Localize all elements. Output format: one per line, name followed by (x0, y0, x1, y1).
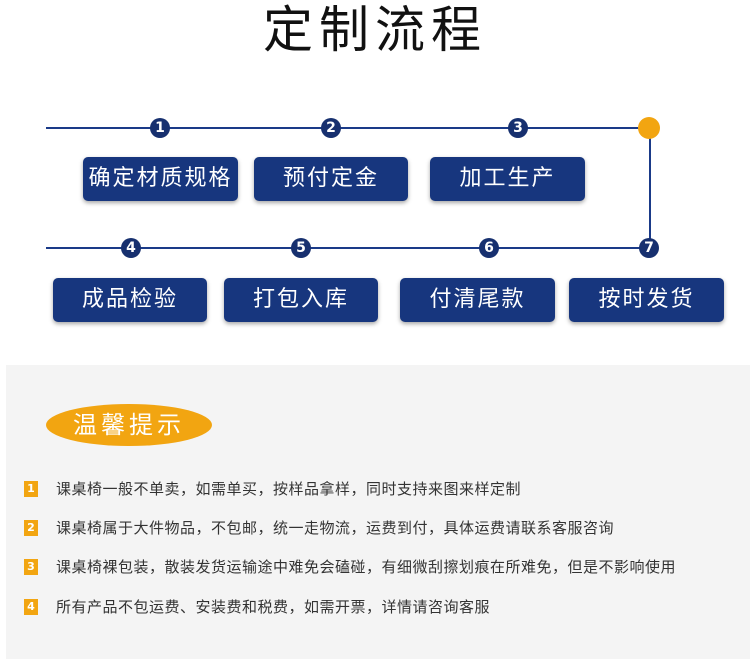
step-number-7: 7 (639, 238, 659, 258)
step-number-3: 3 (508, 118, 528, 138)
step-number-6: 6 (479, 238, 499, 258)
tip-number-badge: 3 (24, 559, 38, 575)
flow-line-right (649, 128, 651, 248)
step-number-4: 4 (121, 238, 141, 258)
step-box-3: 加工生产 (430, 157, 585, 201)
step-box-1: 确定材质规格 (83, 157, 238, 201)
step-box-6: 付清尾款 (400, 278, 555, 322)
step-box-2: 预付定金 (254, 157, 408, 201)
tip-number-badge: 2 (24, 520, 38, 536)
tip-number-badge: 4 (24, 599, 38, 615)
tip-text: 课桌椅裸包装，散装发货运输途中难免会磕碰，有细微刮擦划痕在所难免，但是不影响使用 (56, 558, 677, 576)
tip-text: 所有产品不包运费、安装费和税费，如需开票，详情请咨询客服 (56, 598, 491, 616)
step-box-7: 按时发货 (569, 278, 724, 322)
page-title: 定制流程 (263, 1, 487, 59)
step-box-5: 打包入库 (224, 278, 378, 322)
flow-line-top (46, 127, 650, 129)
tip-text: 课桌椅一般不单卖，如需单买，按样品拿样，同时支持来图来样定制 (56, 480, 522, 498)
tip-number-badge: 1 (24, 481, 38, 497)
step-number-2: 2 (321, 118, 341, 138)
step-box-4: 成品检验 (53, 278, 207, 322)
flow-corner-dot (638, 117, 660, 139)
flow-line-bottom (46, 247, 650, 249)
step-number-1: 1 (150, 118, 170, 138)
tips-heading: 温馨提示 (46, 404, 212, 446)
step-number-5: 5 (291, 238, 311, 258)
tip-text: 课桌椅属于大件物品，不包邮，统一走物流，运费到付，具体运费请联系客服咨询 (56, 519, 615, 537)
